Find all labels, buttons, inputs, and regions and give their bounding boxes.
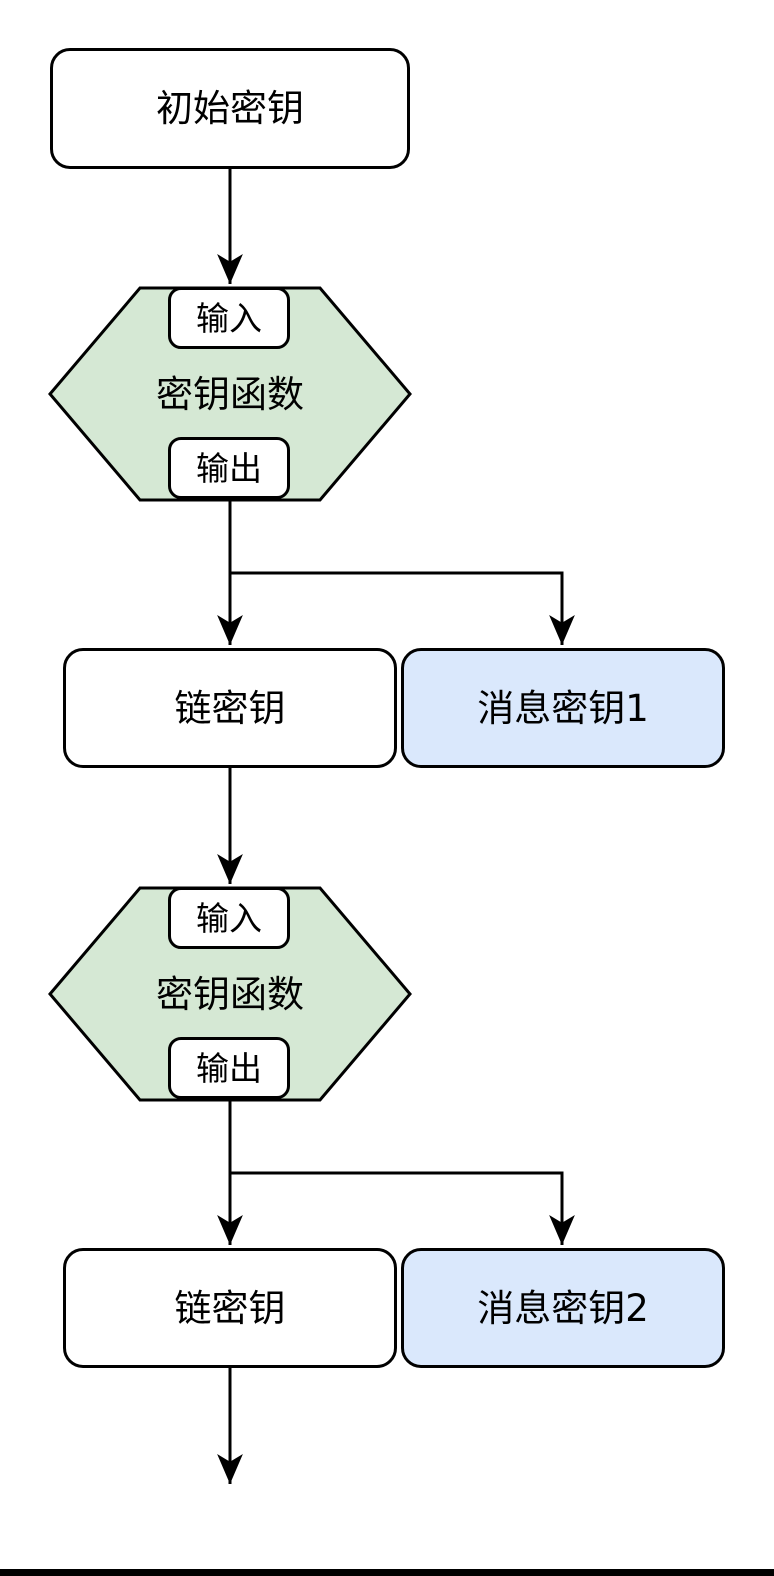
kdf2-output-label: 输出	[196, 1048, 262, 1088]
node-chain-key2: 链密钥	[63, 1248, 397, 1368]
node-chain-key2-label: 链密钥	[174, 1286, 286, 1330]
node-initial-key-label: 初始密钥	[156, 87, 304, 130]
arrow-kdf2-to-message-key2	[230, 1171, 575, 1245]
bottom-edge-bar	[0, 1569, 774, 1576]
node-message-key1: 消息密钥1	[401, 648, 725, 768]
kdf1-label: 密钥函数	[65, 368, 395, 420]
kdf1-label-text: 密钥函数	[156, 372, 304, 416]
node-message-key2: 消息密钥2	[401, 1248, 725, 1368]
kdf2-input-port: 输入	[168, 887, 290, 949]
kdf1-input-port: 输入	[168, 287, 290, 349]
node-message-key2-label: 消息密钥2	[477, 1286, 649, 1330]
kdf2-label: 密钥函数	[65, 968, 395, 1020]
kdf1-output-label: 输出	[196, 448, 262, 488]
node-message-key1-label: 消息密钥1	[477, 686, 649, 730]
kdf2-input-label: 输入	[196, 898, 262, 938]
node-chain-key1-label: 链密钥	[174, 686, 286, 730]
node-initial-key: 初始密钥	[50, 48, 410, 169]
arrow-kdf1-to-message-key1	[230, 571, 575, 645]
kdf1-input-label: 输入	[196, 298, 262, 338]
kdf2-label-text: 密钥函数	[156, 972, 304, 1016]
node-chain-key1: 链密钥	[63, 648, 397, 768]
kdf2-output-port: 输出	[168, 1037, 290, 1099]
kdf1-output-port: 输出	[168, 437, 290, 499]
